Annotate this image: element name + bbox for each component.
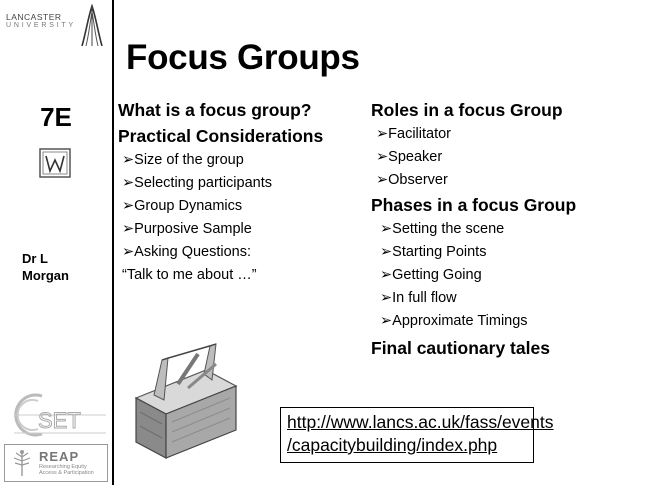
author-line2: Morgan: [22, 268, 69, 283]
bullet-icon: ➢: [380, 313, 393, 329]
reap-subtitle-line1: Researching Equity: [39, 464, 87, 470]
list-item: ➢Asking Questions:: [122, 244, 252, 260]
list-item: ➢Observer: [376, 172, 448, 188]
list-item: ➢Speaker: [376, 149, 443, 165]
reap-logo-icon: [13, 450, 31, 476]
lancaster-crest-icon: [81, 4, 103, 46]
url-link-line2[interactable]: /capacitybuilding/index.php: [287, 435, 498, 455]
bullet-icon: ➢: [376, 172, 389, 188]
lancaster-logo: LANCASTER UNIVERSITY: [6, 4, 106, 46]
bullet-icon: ➢: [122, 198, 135, 214]
list-item: ➢Approximate Timings: [380, 313, 528, 329]
bullet-icon: ➢: [380, 290, 393, 306]
list-item: ➢Group Dynamics: [122, 198, 243, 214]
url-box: http://www.lancs.ac.uk/fass/events /capa…: [280, 407, 554, 463]
bullet-icon: ➢: [376, 126, 389, 142]
url-link-line1[interactable]: http://www.lancs.ac.uk/fass/events: [287, 412, 554, 432]
toolbox-icon: [134, 343, 238, 459]
list-item: ➢Getting Going: [380, 267, 482, 283]
bullet-icon: ➢: [380, 267, 393, 283]
bullet-icon: ➢: [122, 175, 135, 191]
set-logo-text: SET: [38, 408, 81, 433]
sidebar: [0, 0, 114, 485]
list-item: ➢In full flow: [380, 290, 457, 306]
author: Dr L Morgan: [22, 250, 69, 284]
reap-title: REAP: [39, 449, 80, 464]
reap-logo: REAP Researching Equity Access & Partici…: [4, 444, 108, 482]
list-item: ➢Selecting participants: [122, 175, 272, 191]
list-item: ➢Purposive Sample: [122, 221, 252, 237]
heading-practical: Practical Considerations: [118, 126, 324, 146]
heading-what-is: What is a focus group?: [118, 100, 312, 120]
lancaster-logo-line1: LANCASTER: [6, 12, 62, 22]
set-logo: SET: [4, 392, 108, 438]
reap-subtitle-line2: Access & Participation: [39, 470, 94, 476]
heading-final: Final cautionary tales: [371, 338, 550, 358]
author-line1: Dr L: [22, 251, 48, 266]
bullet-icon: ➢: [380, 244, 393, 260]
bullet-icon: ➢: [122, 221, 135, 237]
list-item: ➢Size of the group: [122, 152, 244, 168]
bullet-icon: ➢: [376, 149, 389, 165]
module-code: 7E: [40, 102, 72, 132]
bullet-icon: ➢: [122, 152, 135, 168]
slide-title: Focus Groups: [126, 38, 360, 77]
set-logo-icon: SET: [14, 393, 106, 437]
reap-subtitle: Researching Equity Access & Participatio…: [39, 464, 94, 476]
list-item: ➢Facilitator: [376, 126, 452, 142]
heading-roles: Roles in a focus Group: [371, 100, 563, 120]
bullet-icon: ➢: [122, 244, 135, 260]
lancaster-logo-line2: UNIVERSITY: [6, 22, 77, 29]
heading-phases: Phases in a focus Group: [371, 195, 577, 215]
bullet-icon: ➢: [380, 221, 393, 237]
quote-text: “Talk to me about …”: [122, 267, 257, 283]
list-item: ➢Starting Points: [380, 244, 487, 260]
w-document-icon: [39, 148, 71, 178]
list-item: ➢Setting the scene: [380, 221, 505, 237]
